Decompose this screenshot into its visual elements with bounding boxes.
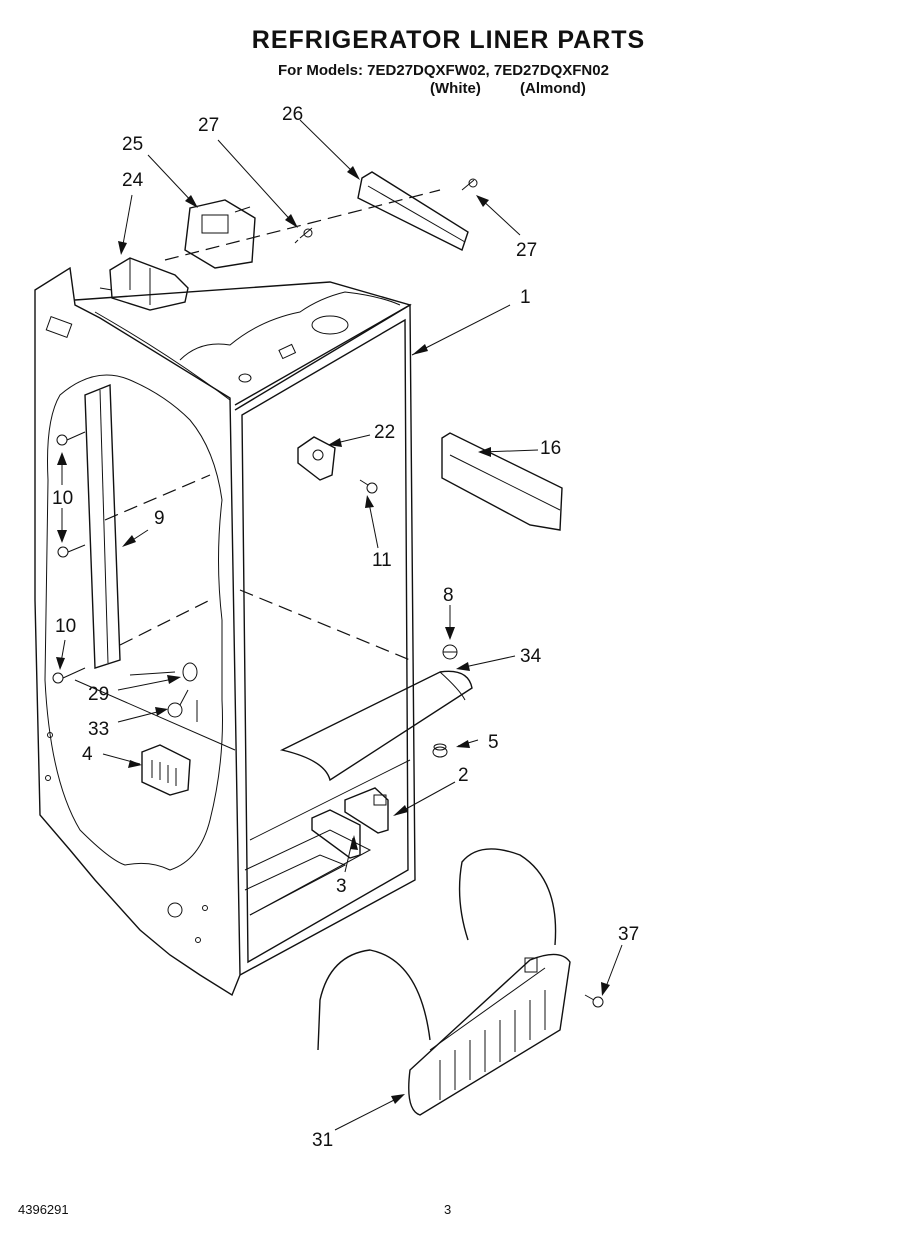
callout-3: 3 [336, 876, 347, 897]
part-25-bracket [184, 199, 256, 269]
callout-10-upper: 10 [52, 488, 73, 509]
callout-27-right: 27 [516, 240, 537, 261]
page-number: 3 [444, 1202, 452, 1217]
callout-1: 1 [520, 287, 531, 308]
part-4-grille [141, 744, 191, 796]
part-26-rail [164, 171, 469, 261]
callout-31: 31 [312, 1130, 333, 1151]
liner-cabinet [34, 266, 416, 997]
callout-34: 34 [520, 646, 542, 667]
callout-22: 22 [374, 422, 395, 443]
callout-2: 2 [458, 765, 469, 786]
models-line: For Models: 7ED27DQXFW02, 7ED27DQXFN02 [278, 62, 609, 79]
part-22-bracket [297, 436, 336, 481]
doc-number: 4396291 [18, 1202, 69, 1217]
screw-37 [584, 994, 604, 1008]
screw-11 [359, 479, 378, 494]
callout-26: 26 [282, 104, 303, 125]
callouts: 1 2 3 4 5 8 9 10 10 11 16 22 24 25 26 27… [52, 104, 639, 1151]
part-8-fastener [442, 644, 458, 660]
callout-33: 33 [88, 719, 109, 740]
part-33-bulb [167, 689, 198, 722]
callout-27-top: 27 [198, 115, 219, 136]
callout-4: 4 [82, 744, 93, 765]
screw-10-lower [52, 667, 86, 684]
screw-10-mid [57, 544, 86, 558]
variant-almond: (Almond) [520, 80, 586, 97]
callout-8: 8 [443, 585, 454, 606]
callout-25: 25 [122, 134, 143, 155]
callout-24: 24 [122, 170, 144, 191]
part-2-bracket [344, 787, 389, 834]
part-31-heater [317, 848, 571, 1116]
variant-white: (White) [430, 80, 481, 97]
screw-10-upper [56, 431, 86, 446]
callout-29: 29 [88, 684, 109, 705]
part-9-rail [84, 383, 211, 669]
part-29-socket [129, 662, 198, 682]
part-5-grommet [432, 743, 448, 758]
screw-27-right [461, 178, 478, 191]
callout-9: 9 [154, 508, 165, 529]
callout-37: 37 [618, 924, 639, 945]
part-24-control-housing [99, 257, 189, 311]
part-34-shield [279, 670, 473, 782]
part-3-bracket [311, 809, 361, 859]
callout-16: 16 [540, 438, 561, 459]
page-title: REFRIGERATOR LINER PARTS [251, 26, 646, 54]
callout-10-lower: 10 [55, 616, 76, 637]
screw-27-left [294, 227, 313, 244]
callout-11: 11 [372, 550, 392, 571]
callout-5: 5 [488, 732, 499, 753]
part-16-cover [441, 432, 563, 531]
leader-lines [56, 119, 623, 1131]
